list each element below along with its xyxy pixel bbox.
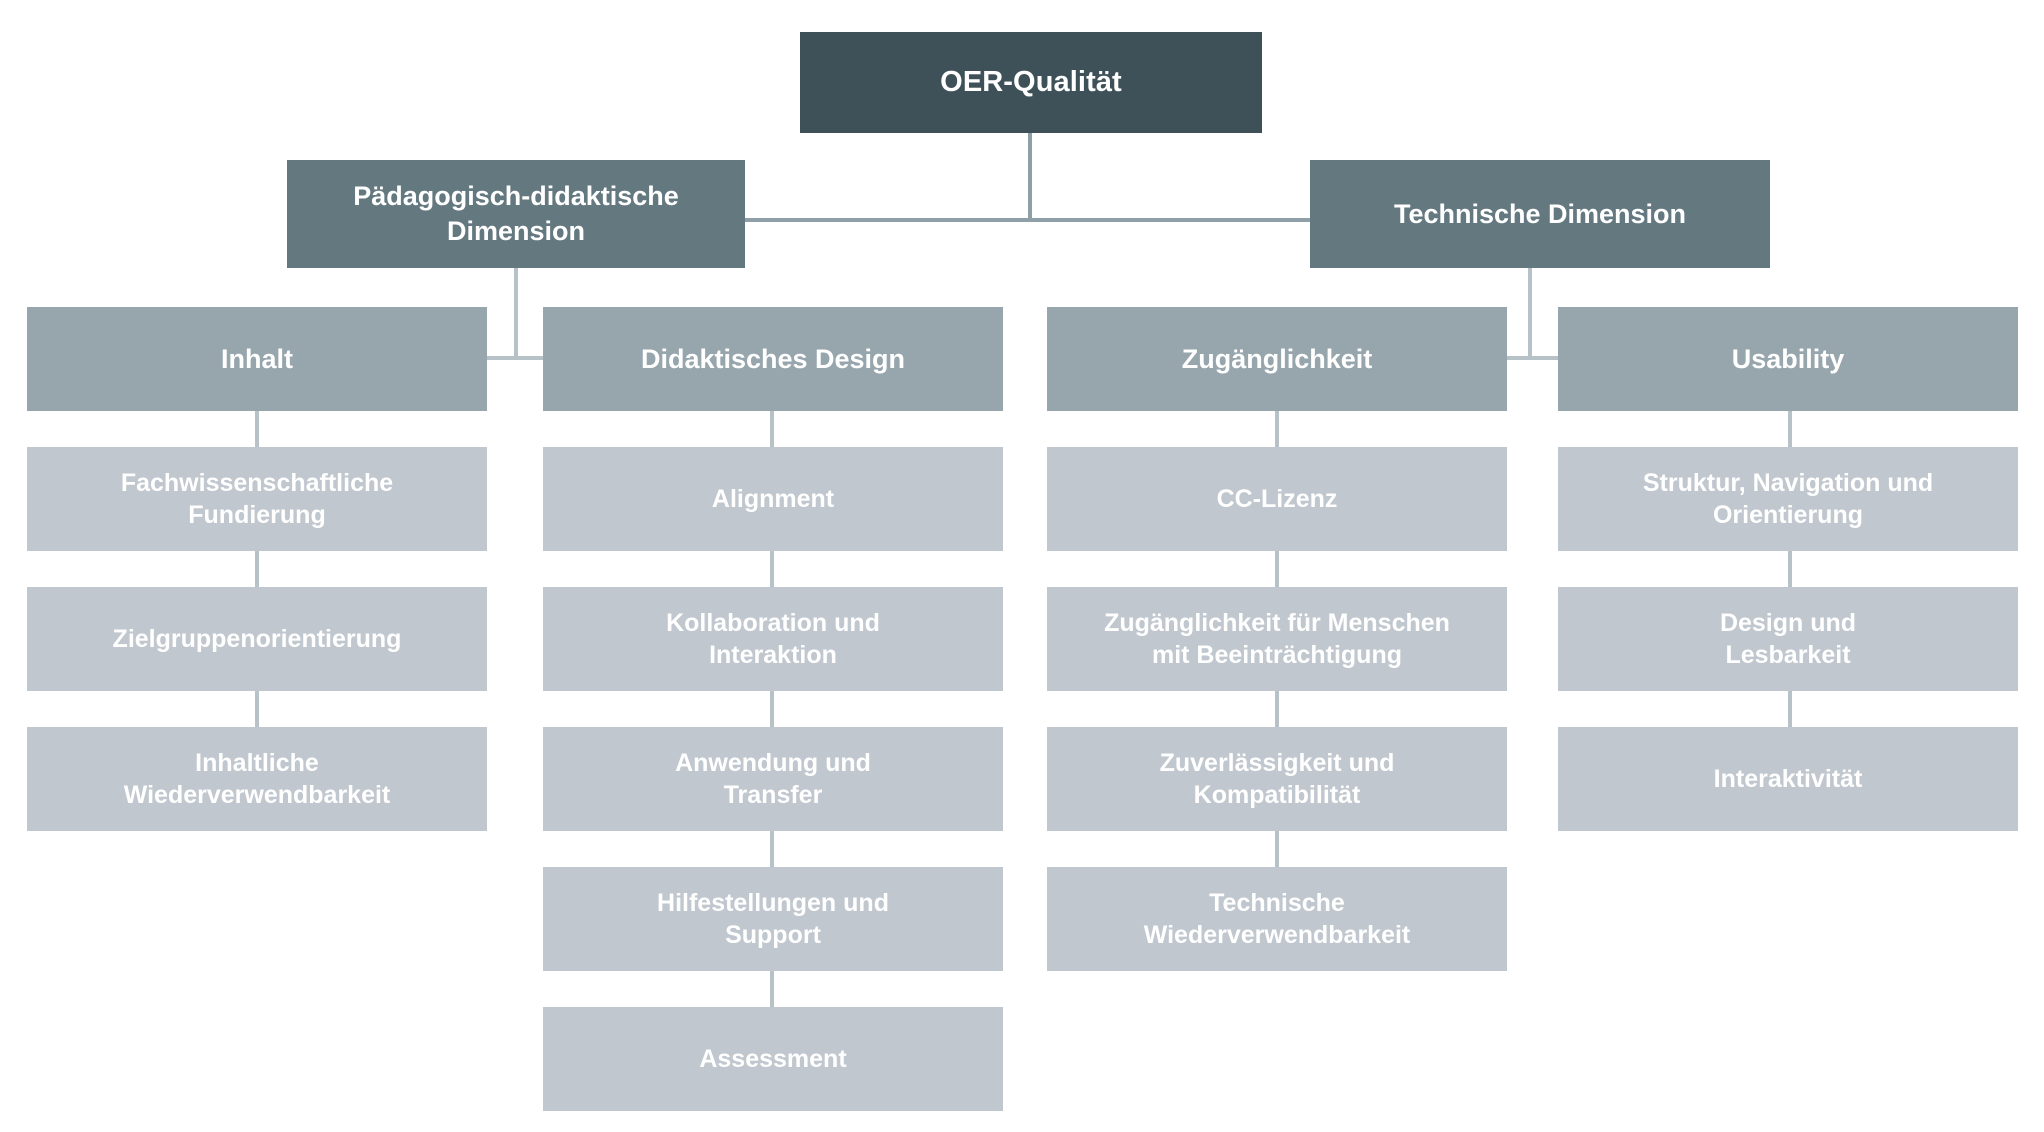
node-leaf-cc-lizenz[interactable]: CC-Lizenz <box>1047 447 1507 551</box>
node-leaf-inhaltliche-wiederverwendbarkeit[interactable]: Inhaltliche Wiederverwendbarkeit <box>27 727 487 831</box>
node-leaf-label: Zugänglichkeit für Menschen mit Beeinträ… <box>1104 609 1450 669</box>
connector-technical-category-bus <box>1503 356 1562 360</box>
node-leaf-alignment[interactable]: Alignment <box>543 447 1003 551</box>
connector-technical-stem <box>1528 268 1532 360</box>
node-leaf-fachwissenschaftliche-fundierung[interactable]: Fachwissenschaftliche Fundierung <box>27 447 487 551</box>
node-leaf-technische-wiederverwendbarkeit[interactable]: Technische Wiederverwendbarkeit <box>1047 867 1507 971</box>
node-leaf-zielgruppenorientierung[interactable]: Zielgruppenorientierung <box>27 587 487 691</box>
node-category-label: Zugänglichkeit <box>1181 343 1373 374</box>
node-leaf-label: Hilfestellungen und Support <box>657 889 889 949</box>
node-leaf-struktur-navigation-und-orientierung[interactable]: Struktur, Navigation und Orientierung <box>1558 447 2018 551</box>
node-leaf-zugaenglichkeit-fuer-menschen-mit-beeintraechtigung[interactable]: Zugänglichkeit für Menschen mit Beeinträ… <box>1047 587 1507 691</box>
connector-pedagogical-stem <box>514 268 518 360</box>
node-leaf-label: Zuverlässigkeit und Kompatibilität <box>1159 749 1395 809</box>
node-leaf-label: Design und Lesbarkeit <box>1719 609 1857 669</box>
connector-dimension-bus <box>745 218 1311 222</box>
node-dimension-technische[interactable]: Technische Dimension <box>1310 160 1770 268</box>
node-leaf-label: Kollaboration und Interaktion <box>666 609 880 669</box>
node-leaf-label: Technische Wiederverwendbarkeit <box>1143 889 1411 949</box>
node-leaf-label: CC-Lizenz <box>1216 485 1338 513</box>
node-category-didaktisches-design[interactable]: Didaktisches Design <box>543 307 1003 411</box>
connector-root-stem <box>1028 133 1032 221</box>
node-leaf-design-und-lesbarkeit[interactable]: Design und Lesbarkeit <box>1558 587 2018 691</box>
node-category-label: Inhalt <box>221 343 293 374</box>
node-leaf-label: Alignment <box>711 485 835 513</box>
node-leaf-zuverlaessigkeit-und-kompatibilitaet[interactable]: Zuverlässigkeit und Kompatibilität <box>1047 727 1507 831</box>
node-leaf-hilfestellungen-und-support[interactable]: Hilfestellungen und Support <box>543 867 1003 971</box>
node-leaf-label: Interaktivität <box>1713 765 1863 793</box>
node-category-zugaenglichkeit[interactable]: Zugänglichkeit <box>1047 307 1507 411</box>
node-leaf-label: Anwendung und Transfer <box>675 749 871 809</box>
node-leaf-assessment[interactable]: Assessment <box>543 1007 1003 1111</box>
node-leaf-label: Struktur, Navigation und Orientierung <box>1642 469 1934 529</box>
node-leaf-label: Zielgruppenorientierung <box>112 625 402 653</box>
node-dimension-label: Pädagogisch-didaktische Dimension <box>353 181 679 246</box>
node-root-oer-qualitaet[interactable]: OER-Qualität <box>800 32 1262 133</box>
node-leaf-label: Inhaltliche Wiederverwendbarkeit <box>123 749 391 809</box>
node-category-label: Usability <box>1731 343 1845 374</box>
connector-pedagogical-category-bus <box>487 356 543 360</box>
node-dimension-paedagogisch-didaktische[interactable]: Pädagogisch-didaktische Dimension <box>287 160 745 268</box>
node-leaf-label: Fachwissenschaftliche Fundierung <box>120 469 394 529</box>
node-category-inhalt[interactable]: Inhalt <box>27 307 487 411</box>
node-root-label: OER-Qualität <box>940 65 1122 98</box>
node-leaf-interaktivitaet[interactable]: Interaktivität <box>1558 727 2018 831</box>
node-leaf-kollaboration-und-interaktion[interactable]: Kollaboration und Interaktion <box>543 587 1003 691</box>
node-dimension-label: Technische Dimension <box>1393 198 1687 229</box>
node-category-usability[interactable]: Usability <box>1558 307 2018 411</box>
node-category-label: Didaktisches Design <box>640 343 906 374</box>
node-leaf-label: Assessment <box>699 1045 847 1073</box>
node-leaf-anwendung-und-transfer[interactable]: Anwendung und Transfer <box>543 727 1003 831</box>
